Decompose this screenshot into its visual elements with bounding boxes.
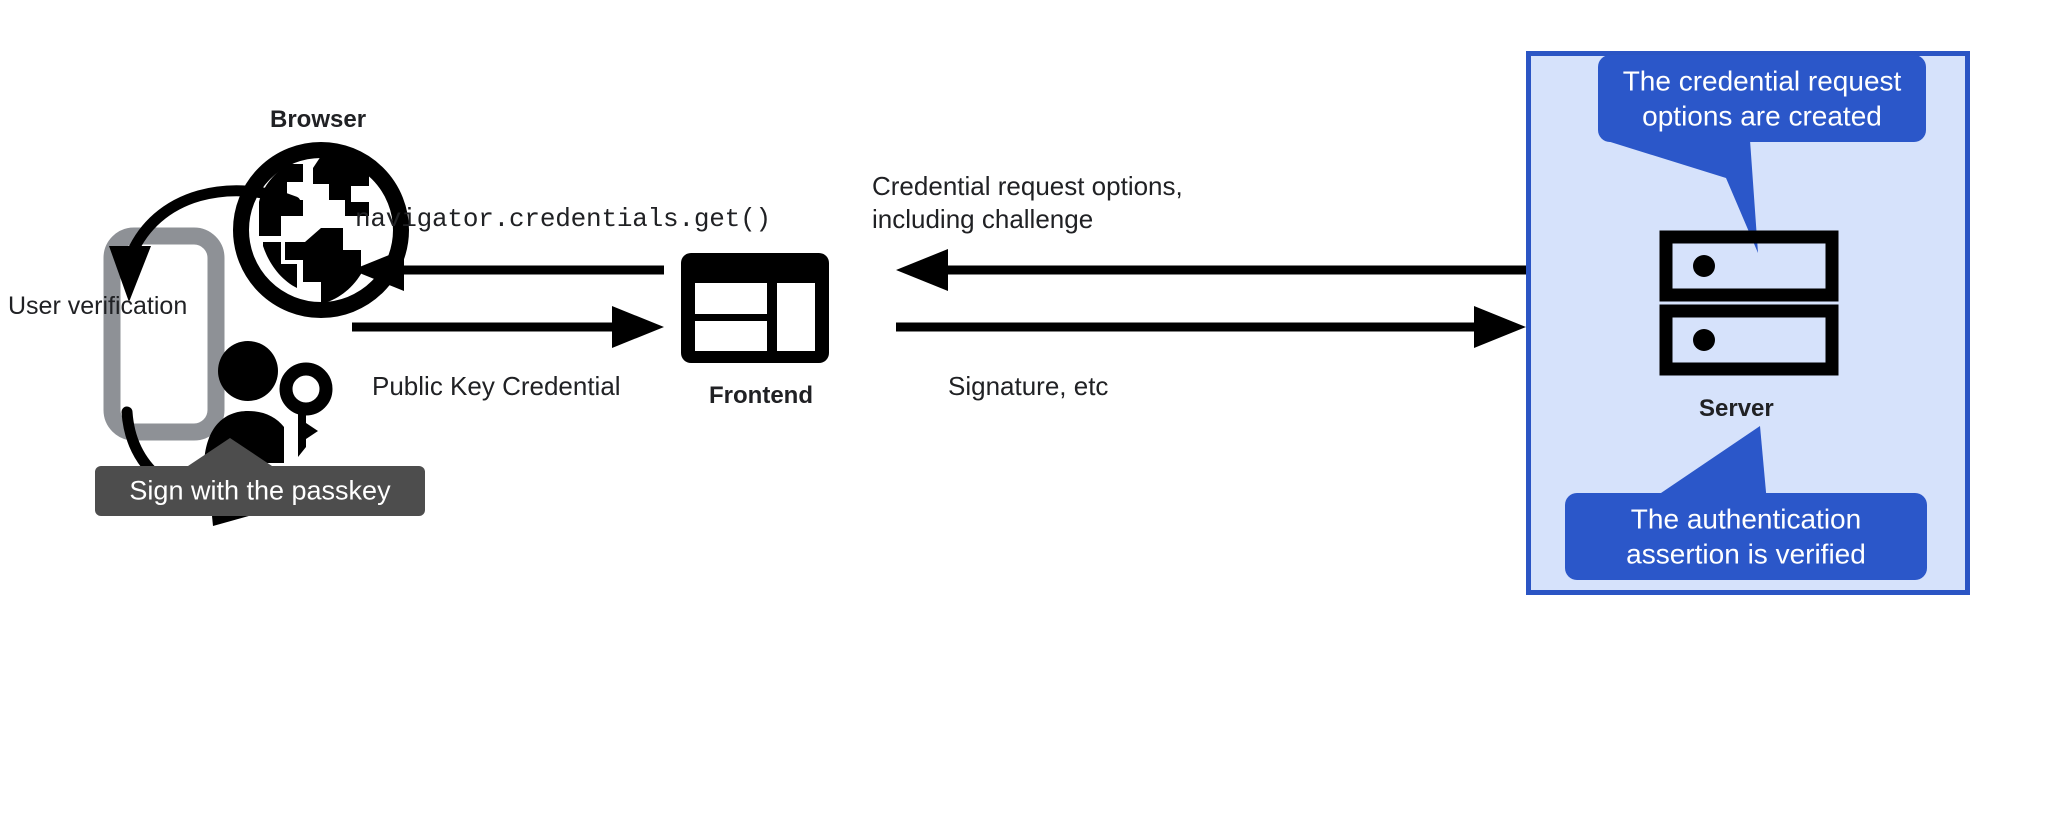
server-node-label: Server <box>1699 395 1774 422</box>
passkey-callout: Sign with the passkey <box>95 466 425 516</box>
credential-request-options-line2: including challenge <box>872 204 1094 235</box>
arrow-browser-to-frontend <box>352 306 664 348</box>
credential-request-options-line1: Credential request options, <box>872 171 1183 201</box>
server-callout-top-text: The credential request options are create… <box>1598 63 1926 134</box>
server-callout-top: The credential request options are create… <box>1598 55 1926 142</box>
passkey-callout-tail <box>185 438 275 468</box>
server-callout-bottom-line2: assertion is verified <box>1626 538 1866 570</box>
server-callout-top-line2: options are created <box>1642 100 1882 132</box>
passkey-callout-text: Sign with the passkey <box>129 475 391 506</box>
arrow-frontend-to-server <box>896 306 1526 348</box>
server-racks-icon <box>1659 230 1839 376</box>
server-callout-top-line1: The credential request <box>1622 64 1902 96</box>
frontend-node-label: Frontend <box>709 382 813 409</box>
signature-etc-label: Signature, etc <box>948 371 1109 401</box>
web-layout-icon <box>681 253 829 363</box>
curved-arrow-browser-to-phone <box>85 150 315 340</box>
server-callout-bottom-line1: The authentication <box>1630 502 1862 534</box>
arrow-server-to-frontend <box>896 249 1526 291</box>
server-callout-top-tail <box>1598 138 1798 253</box>
credential-request-options-label: Credential request options,including cha… <box>872 170 1183 237</box>
browser-node-label: Browser <box>270 106 367 133</box>
public-key-credential-label: Public Key Credential <box>372 371 621 401</box>
server-callout-bottom-tail <box>1624 426 1824 516</box>
arrow-frontend-to-browser <box>352 249 664 291</box>
server-callout-bottom-text: The authentication assertion is verified <box>1565 501 1927 572</box>
globe-icon <box>233 142 409 318</box>
server-callout-bottom: The authentication assertion is verified <box>1565 493 1927 580</box>
navigator-credentials-get-label: navigator.credentials.get() <box>355 204 771 234</box>
smartphone-icon <box>103 227 225 441</box>
